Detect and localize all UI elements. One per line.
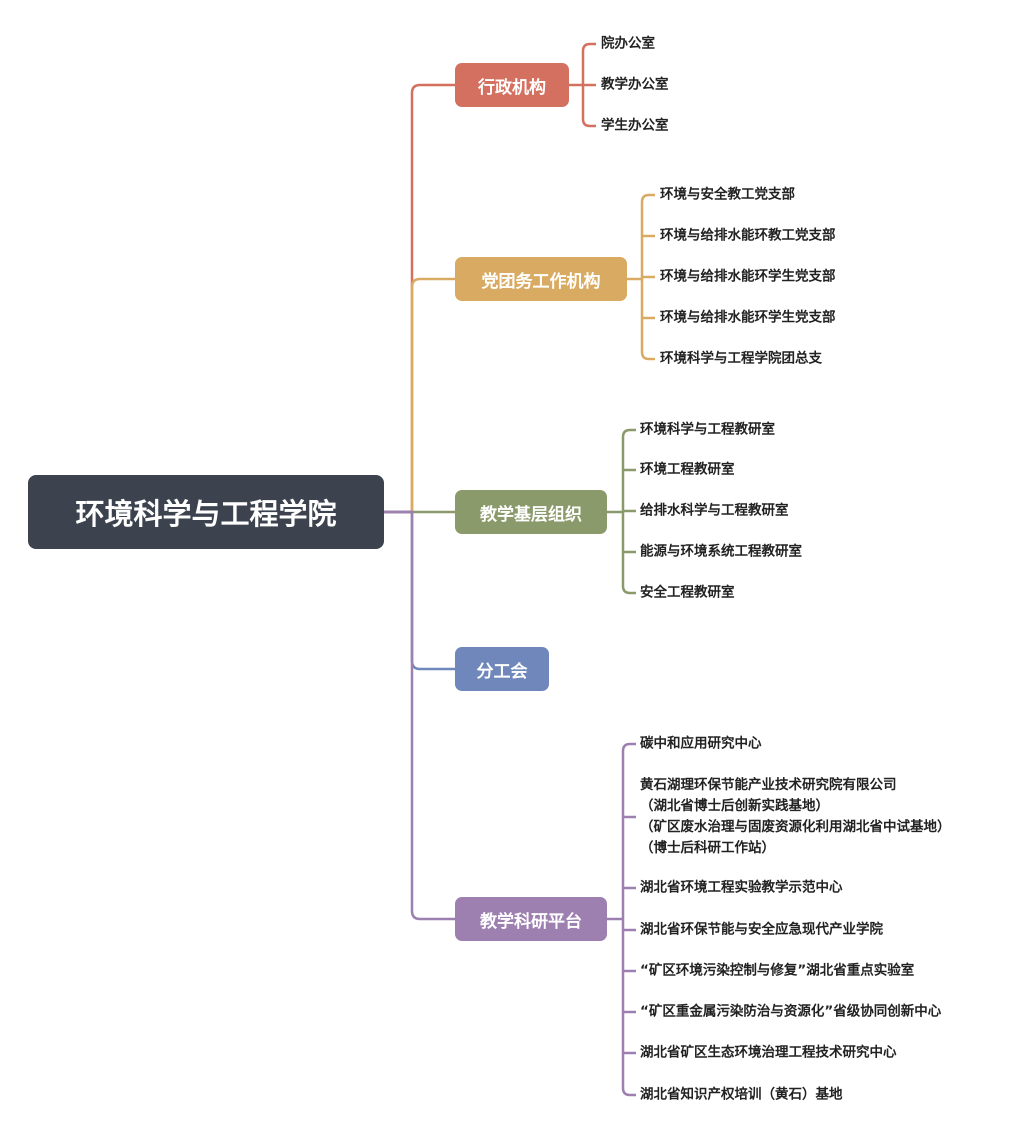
leaf-node[interactable]: 环境与安全教工党支部 (660, 186, 795, 203)
leaf-node[interactable]: 环境科学与工程学院团总支 (660, 350, 822, 367)
leaf-node[interactable]: 黄石湖理环保节能产业技术研究院有限公司 （湖北省博士后创新实践基地） （矿区废水… (640, 777, 951, 856)
bracket (621, 742, 636, 1097)
leaf-node[interactable]: 学生办公室 (601, 117, 669, 134)
branch-node-teaching[interactable]: 教学基层组织 (455, 490, 607, 534)
leaf-node[interactable]: 环境工程教研室 (640, 461, 735, 478)
branch-link (384, 510, 455, 671)
leaf-node[interactable]: 院办公室 (601, 35, 655, 52)
leaf-node[interactable]: 湖北省环境工程实验教学示范中心 (640, 879, 843, 896)
leaf-node[interactable]: 安全工程教研室 (640, 584, 735, 601)
branch-link (384, 277, 455, 514)
branch-link (384, 83, 455, 514)
leaf-node[interactable]: 环境与给排水能环学生党支部 (660, 268, 836, 285)
branch-node-party[interactable]: 党团务工作机构 (455, 257, 627, 301)
leaf-node[interactable]: “矿区重金属污染防治与资源化”省级协同创新中心 (640, 1003, 942, 1020)
leaf-node[interactable]: 湖北省矿区生态环境治理工程技术研究中心 (640, 1044, 897, 1061)
leaf-node[interactable]: “矿区环境污染控制与修复”湖北省重点实验室 (640, 962, 915, 979)
leaf-node[interactable]: 能源与环境系统工程教研室 (640, 543, 802, 560)
leaf-node[interactable]: 环境科学与工程教研室 (640, 421, 775, 438)
branch-node-platform[interactable]: 教学科研平台 (455, 897, 607, 941)
leaf-node[interactable]: 碳中和应用研究中心 (640, 735, 762, 752)
root-node[interactable]: 环境科学与工程学院 (28, 475, 384, 549)
leaf-node[interactable]: 环境与给排水能环教工党支部 (660, 227, 836, 244)
leaf-node[interactable]: 给排水科学与工程教研室 (640, 502, 789, 519)
leaf-node[interactable]: 环境与给排水能环学生党支部 (660, 309, 836, 326)
branch-link (384, 510, 455, 921)
leaf-node[interactable]: 湖北省知识产权培训（黄石）基地 (640, 1086, 843, 1103)
branch-node-admin[interactable]: 行政机构 (455, 63, 569, 107)
leaf-node[interactable]: 教学办公室 (601, 76, 669, 93)
leaf-node[interactable]: 湖北省环保节能与安全应急现代产业学院 (640, 921, 883, 938)
branch-node-union[interactable]: 分工会 (455, 647, 549, 691)
